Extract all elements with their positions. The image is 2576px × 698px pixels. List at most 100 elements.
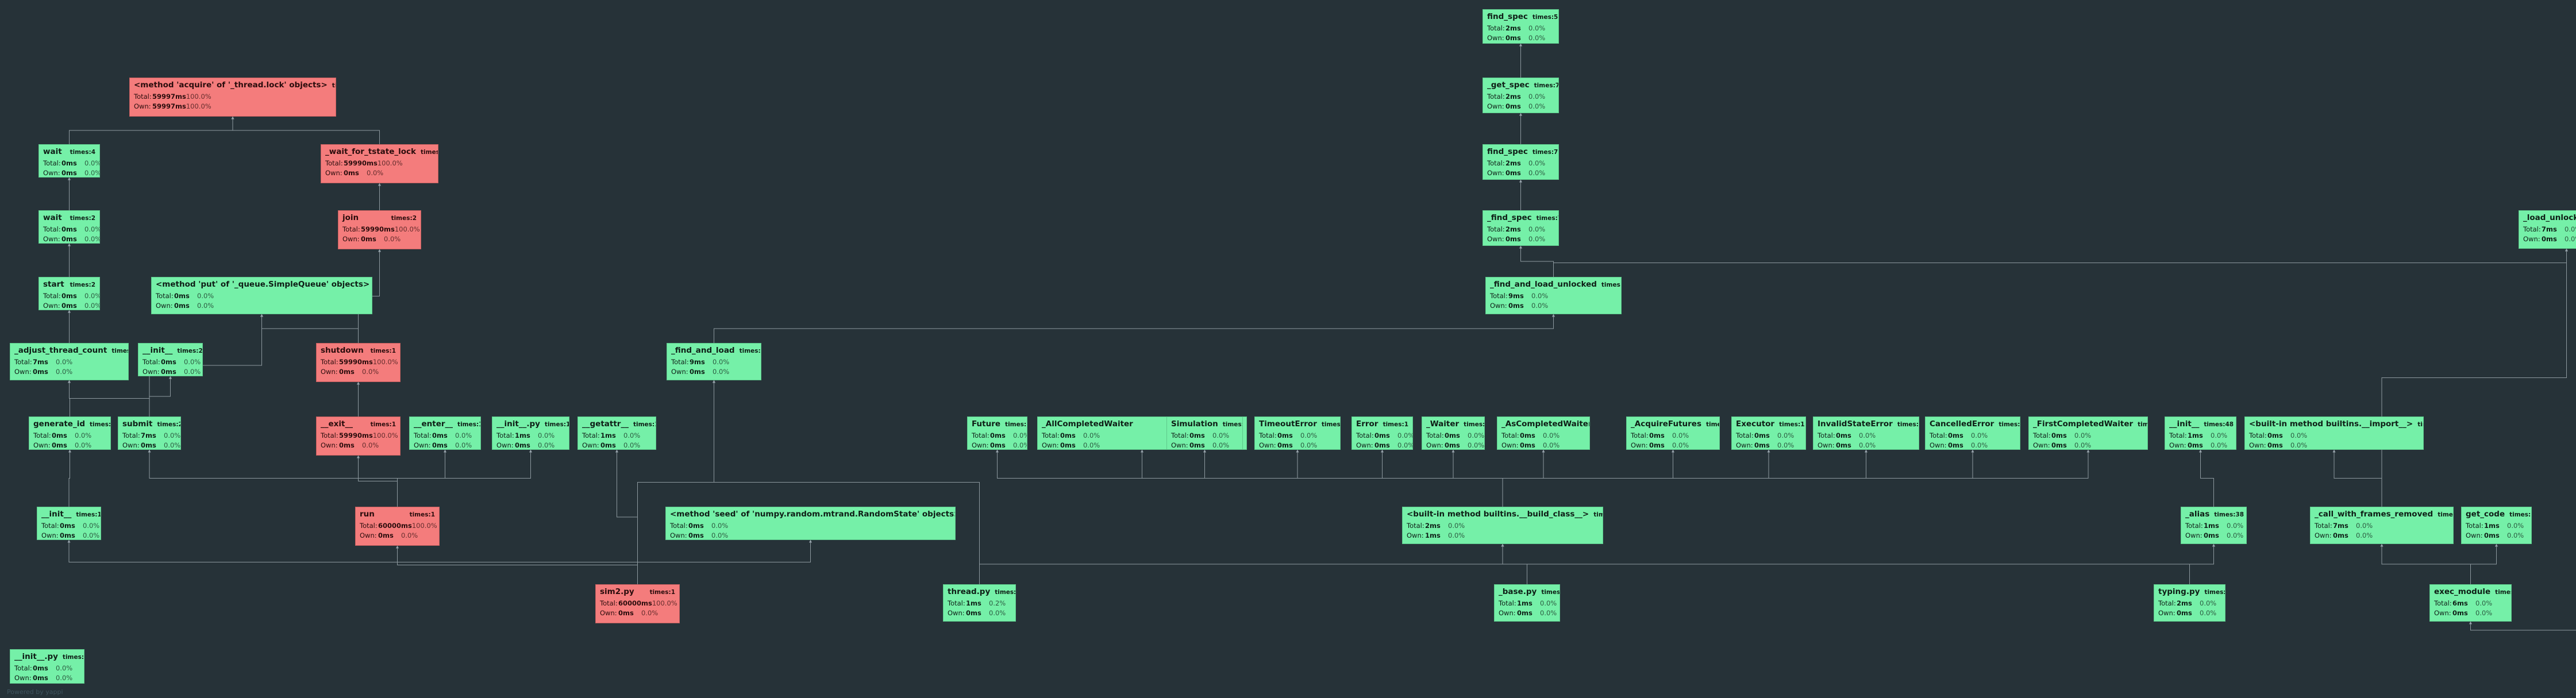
total-percent: 0.0% (84, 292, 100, 300)
own-label: Own: (321, 368, 338, 376)
node-find-and-load-unlocked[interactable]: _find_and_load_unlockedtimes:7Total:9ms0… (1485, 277, 1622, 314)
node-name: Error (1356, 419, 1379, 429)
total-value: 1ms (600, 431, 616, 439)
own-value: 0ms (1754, 441, 1770, 449)
node-times: times:2 (421, 149, 438, 156)
node-adjust-thread-count[interactable]: _adjust_thread_counttimes:2Total:7ms0.0%… (10, 343, 129, 380)
total-value: 0ms (1189, 431, 1205, 439)
node-header: __init__times:1 (41, 510, 101, 519)
own-percent: 0.0% (711, 531, 729, 539)
node-find-spec-53[interactable]: find_spectimes:53Total:2ms0.0%Own:0ms0.0… (1483, 9, 1559, 44)
own-label: Own: (2249, 441, 2266, 449)
node-name: get_code (2466, 510, 2505, 519)
total-value: 2ms (1505, 225, 1521, 233)
node-find-spec-private[interactable]: _find_spectimes:7Total:2ms0.0%Own:0ms0.0… (1483, 210, 1559, 246)
call-edge (231, 116, 380, 144)
own-value: 0ms (52, 441, 67, 449)
call-edge (68, 449, 71, 507)
call-edge (1502, 449, 1974, 507)
total-label: Total: (1736, 431, 1754, 439)
node-cancelled-error[interactable]: CancelledErrortimes:1Total:0ms0.0%Own:0m… (1925, 417, 2020, 450)
total-value: 0ms (1520, 431, 1535, 439)
node-simulation[interactable]: Simulationtimes:1Total:0ms0.0%Own:0ms0.0… (1166, 417, 1243, 450)
node-as-completed-waiter[interactable]: _AsCompletedWaitertimes:1Total:0ms0.0%Ow… (1497, 417, 1590, 450)
total-value: 59990ms (339, 431, 373, 439)
total-percent: 0.0% (2507, 522, 2524, 530)
own-label: Own: (1171, 441, 1188, 449)
node-invalid-state-error[interactable]: InvalidStateErrortimes:1Total:0ms0.0%Own… (1813, 417, 1919, 450)
node-name: __getattr__ (582, 419, 629, 429)
own-percent: 0.0% (455, 441, 472, 449)
node-init-py-2[interactable]: __init__.pytimes:1Total:0ms0.0%Own:0ms0.… (10, 649, 84, 684)
call-edge (1553, 248, 2568, 277)
own-value: 0ms (1505, 34, 1521, 42)
node-times: times:2 (70, 281, 95, 288)
node-generate-id[interactable]: generate_idtimes:1Total:0ms0.0%Own:0ms0.… (29, 417, 111, 450)
total-percent: 0.0% (56, 664, 73, 672)
total-value: 0ms (1948, 431, 1963, 439)
own-label: Own: (2033, 441, 2050, 449)
node-acquire-futures[interactable]: _AcquireFuturestimes:1Total:0ms0.0%Own:0… (1626, 417, 1720, 450)
node-put-simplequeue[interactable]: <method 'put' of '_queue.SimpleQueue' ob… (151, 277, 372, 314)
node-header: <method 'seed' of 'numpy.random.mtrand.R… (670, 510, 955, 519)
node-timeout-error[interactable]: TimeoutErrortimes:1Total:0ms0.0%Own:0ms0… (1254, 417, 1341, 450)
node-times: times:2 (177, 348, 203, 354)
total-percent: 0.0% (2211, 431, 2228, 439)
node-builtin-import[interactable]: <built-in method builtins.__import__>tim… (2244, 417, 2424, 450)
own-percent: 0.0% (84, 235, 100, 243)
total-percent: 0.0% (1528, 24, 1546, 32)
total-label: Total: (1407, 522, 1424, 530)
node-wait-for-tstate-lock[interactable]: _wait_for_tstate_locktimes:2Total:59990m… (321, 144, 438, 183)
total-value: 0ms (1277, 431, 1293, 439)
own-label: Own: (671, 368, 688, 376)
node-exec-module[interactable]: exec_moduletimes:6Total:6ms0.0%Own:0ms0.… (2429, 584, 2512, 622)
node-times: times:1 (2417, 421, 2423, 428)
node-first-completed-waiter[interactable]: _FirstCompletedWaitertimes:1Total:0ms0.0… (2028, 417, 2148, 450)
node-header: _AcquireFuturestimes:1 (1631, 419, 1719, 429)
node-builtin-build-class[interactable]: <built-in method builtins.__build_class_… (1402, 507, 1603, 544)
own-label: Own: (1490, 302, 1507, 310)
total-value: 0ms (1754, 431, 1770, 439)
total-label: Total: (2033, 431, 2051, 439)
total-label: Total: (43, 225, 61, 233)
node-acquire-lock[interactable]: <method 'acquire' of '_thread.lock' obje… (129, 78, 336, 117)
node-load-unlocked[interactable]: _load_unlockedtimes:7Total:7ms0.0%Own:0m… (2519, 210, 2576, 249)
own-value: 0ms (1445, 441, 1460, 449)
node-call-with-frames-removed[interactable]: _call_with_frames_removedtimes:9Total:7m… (2310, 507, 2454, 544)
node-seed-randomstate[interactable]: <method 'seed' of 'numpy.random.mtrand.R… (665, 507, 956, 540)
node-find-and-load[interactable]: _find_and_loadtimes:7Total:9ms0.0%Own:0m… (667, 343, 761, 380)
total-value: 59990ms (361, 225, 395, 233)
